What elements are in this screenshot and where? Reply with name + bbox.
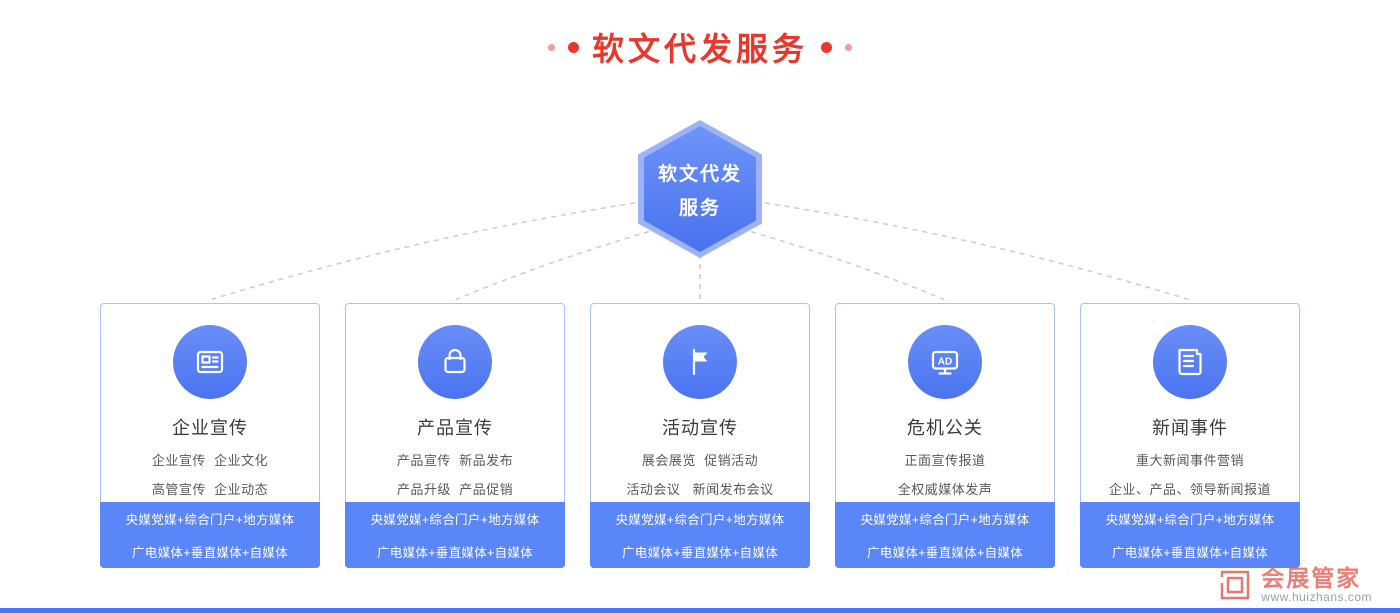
- card-detail-line: 全权威媒体发声: [897, 482, 993, 497]
- card-detail-line: 正面宣传报道: [904, 453, 986, 468]
- media-channels-line: 央媒党媒+综合门户+地方媒体: [615, 513, 785, 527]
- card-media-footer: 央媒党媒+综合门户+地方媒体 广电媒体+垂直媒体+自媒体: [590, 502, 810, 568]
- card-title: 活动宣传: [662, 418, 738, 438]
- service-cards-row: 企业宣传 企业宣传 企业文化 高管宣传 企业动态 央媒党媒+综合门户+地方媒体 …: [100, 303, 1300, 568]
- hexagon-label-line1: 软文代发: [657, 163, 742, 185]
- ad-screen-icon: AD: [908, 325, 982, 399]
- media-channels-line: 央媒党媒+综合门户+地方媒体: [860, 513, 1030, 527]
- card-media-footer: 央媒党媒+综合门户+地方媒体 广电媒体+垂直媒体+自媒体: [1080, 502, 1300, 568]
- page-title: 软文代发服务: [591, 31, 808, 67]
- card-detail-line: 高管宣传 企业动态: [151, 482, 269, 497]
- card-detail-line: 重大新闻事件营销: [1135, 453, 1244, 468]
- news-document-icon: [1153, 325, 1227, 399]
- card-product-publicity: 产品宣传 产品宣传 新品发布 产品升级 产品促销 央媒党媒+综合门户+地方媒体 …: [345, 303, 565, 568]
- card-crisis-pr: AD 危机公关 正面宣传报道 全权威媒体发声 央媒党媒+综合门户+地方媒体 广电…: [835, 303, 1055, 568]
- card-detail-line: 企业、产品、领导新闻报道: [1108, 482, 1271, 497]
- card-detail-line: 展会展览 促销活动: [641, 453, 759, 468]
- flag-icon: [663, 325, 737, 399]
- title-dot: [821, 41, 832, 53]
- newspaper-icon: [173, 325, 247, 399]
- center-hexagon: 软文代发 服务: [638, 120, 762, 258]
- card-media-footer: 央媒党媒+综合门户+地方媒体 广电媒体+垂直媒体+自媒体: [100, 502, 320, 568]
- media-channels-line: 广电媒体+垂直媒体+自媒体: [622, 546, 778, 560]
- card-title: 产品宣传: [417, 418, 493, 438]
- media-channels-line: 广电媒体+垂直媒体+自媒体: [867, 546, 1023, 560]
- card-title: 企业宣传: [172, 418, 248, 438]
- card-title: 新闻事件: [1152, 418, 1228, 438]
- title-dot: [567, 41, 579, 53]
- page-title-row: 软文代发服务: [0, 24, 1400, 70]
- watermark-brand: 会展管家: [1261, 564, 1362, 591]
- shopping-bag-icon: [418, 325, 492, 399]
- card-detail-line: 产品升级 产品促销: [396, 482, 514, 497]
- card-corporate-publicity: 企业宣传 企业宣传 企业文化 高管宣传 企业动态 央媒党媒+综合门户+地方媒体 …: [100, 303, 320, 568]
- card-detail-line: 活动会议 新闻发布会议: [626, 482, 774, 497]
- media-channels-line: 央媒党媒+综合门户+地方媒体: [370, 513, 540, 527]
- media-channels-line: 广电媒体+垂直媒体+自媒体: [132, 546, 288, 560]
- card-title: 危机公关: [907, 418, 983, 438]
- card-detail-line: 企业宣传 企业文化: [151, 453, 269, 468]
- title-dot: [845, 43, 852, 51]
- bottom-accent-bar: [0, 608, 1400, 613]
- card-news-events: 新闻事件 重大新闻事件营销 企业、产品、领导新闻报道 央媒党媒+综合门户+地方媒…: [1080, 303, 1300, 568]
- card-activity-publicity: 活动宣传 展会展览 促销活动 活动会议 新闻发布会议 央媒党媒+综合门户+地方媒…: [590, 303, 810, 568]
- huizhans-logo-icon: [1221, 570, 1250, 600]
- hexagon-label-line2: 服务: [678, 197, 721, 219]
- ad-icon-label: AD: [938, 357, 952, 368]
- watermark-url: www.huizhans.com: [1261, 590, 1372, 605]
- media-channels-line: 广电媒体+垂直媒体+自媒体: [377, 546, 533, 560]
- title-dot: [547, 43, 555, 51]
- media-channels-line: 广电媒体+垂直媒体+自媒体: [1112, 546, 1268, 560]
- card-media-footer: 央媒党媒+综合门户+地方媒体 广电媒体+垂直媒体+自媒体: [345, 502, 565, 568]
- media-channels-line: 央媒党媒+综合门户+地方媒体: [125, 513, 295, 527]
- watermark: 会展管家 www.huizhans.com: [1217, 565, 1372, 605]
- card-media-footer: 央媒党媒+综合门户+地方媒体 广电媒体+垂直媒体+自媒体: [835, 502, 1055, 568]
- card-detail-line: 产品宣传 新品发布: [396, 453, 514, 468]
- media-channels-line: 央媒党媒+综合门户+地方媒体: [1105, 513, 1275, 527]
